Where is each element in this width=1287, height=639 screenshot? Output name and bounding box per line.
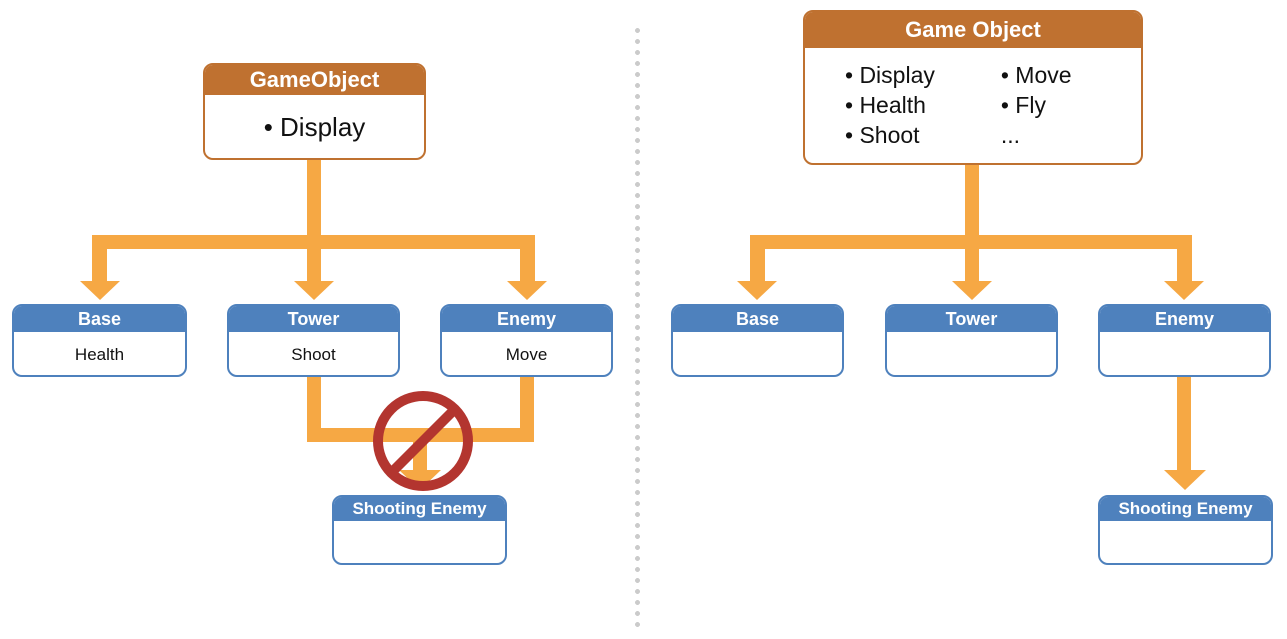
left-shooting-enemy-box: Shooting Enemy: [332, 495, 507, 565]
right-root-component-list: • Display • Health • Shoot • Move • Fly …: [805, 50, 1141, 163]
right-enemy-body: [1100, 334, 1269, 375]
right-root-box: Game Object • Display • Health • Shoot •…: [803, 10, 1143, 165]
arrowhead-to-tower-right: [952, 281, 992, 300]
right-tower-body: [887, 334, 1056, 375]
left-shooting-enemy-title: Shooting Enemy: [334, 497, 505, 523]
arrowhead-to-base-left: [80, 281, 120, 300]
right-enemy-down-line: [1177, 377, 1191, 470]
arrowhead-to-shooting-enemy-right: [1164, 470, 1206, 490]
right-tower-box: Tower: [885, 304, 1058, 377]
left-tower-down-line: [307, 377, 321, 442]
left-drop-base: [92, 249, 107, 281]
right-base-body: [673, 334, 842, 375]
left-root-item: • Display: [263, 112, 366, 142]
component-item: • Display: [845, 62, 935, 88]
dotted-divider: [635, 25, 640, 631]
right-tower-title: Tower: [887, 306, 1056, 334]
component-item: • Health: [845, 92, 926, 118]
left-enemy-box: Enemy Move: [440, 304, 613, 377]
right-shooting-enemy-title: Shooting Enemy: [1100, 497, 1271, 523]
right-base-title: Base: [673, 306, 842, 334]
left-branch-bar: [92, 235, 535, 249]
right-drop-enemy: [1177, 249, 1192, 281]
right-root-title: Game Object: [805, 12, 1141, 50]
right-enemy-box: Enemy: [1098, 304, 1271, 377]
left-tower-box: Tower Shoot: [227, 304, 400, 377]
left-enemy-down-line: [520, 377, 534, 442]
left-base-body: Health: [74, 344, 125, 364]
right-shooting-enemy-box: Shooting Enemy: [1098, 495, 1273, 565]
no-entry-icon: [373, 391, 473, 491]
right-branch-bar: [750, 235, 1192, 249]
arrowhead-to-tower-left: [294, 281, 334, 300]
right-enemy-title: Enemy: [1100, 306, 1269, 334]
left-drop-enemy: [520, 249, 535, 281]
left-root-box: GameObject • Display: [203, 63, 426, 160]
left-tower-title: Tower: [229, 306, 398, 334]
right-base-box: Base: [671, 304, 844, 377]
left-join-bar: [307, 428, 534, 442]
arrowhead-to-enemy-left: [507, 281, 547, 300]
right-shooting-enemy-body: [1100, 523, 1271, 563]
arrowhead-to-enemy-right: [1164, 281, 1204, 300]
component-item: • Fly: [1000, 92, 1046, 118]
left-base-box: Base Health: [12, 304, 187, 377]
left-enemy-title: Enemy: [442, 306, 611, 334]
component-item: ...: [1000, 122, 1021, 148]
left-tower-body: Shoot: [291, 344, 336, 364]
left-base-title: Base: [14, 306, 185, 334]
arrowhead-to-base-right: [737, 281, 777, 300]
right-drop-base: [750, 249, 765, 281]
right-trunk-arrow: [965, 165, 979, 281]
component-item: • Move: [1000, 62, 1072, 88]
left-enemy-body: Move: [505, 344, 548, 364]
left-shooting-enemy-body: [334, 523, 505, 563]
component-item: • Shoot: [845, 122, 920, 148]
left-trunk-arrow: [307, 160, 321, 281]
left-root-title: GameObject: [205, 65, 424, 97]
component-column-1: • Display • Health • Shoot: [845, 60, 935, 150]
component-column-2: • Move • Fly ...: [1001, 60, 1072, 150]
